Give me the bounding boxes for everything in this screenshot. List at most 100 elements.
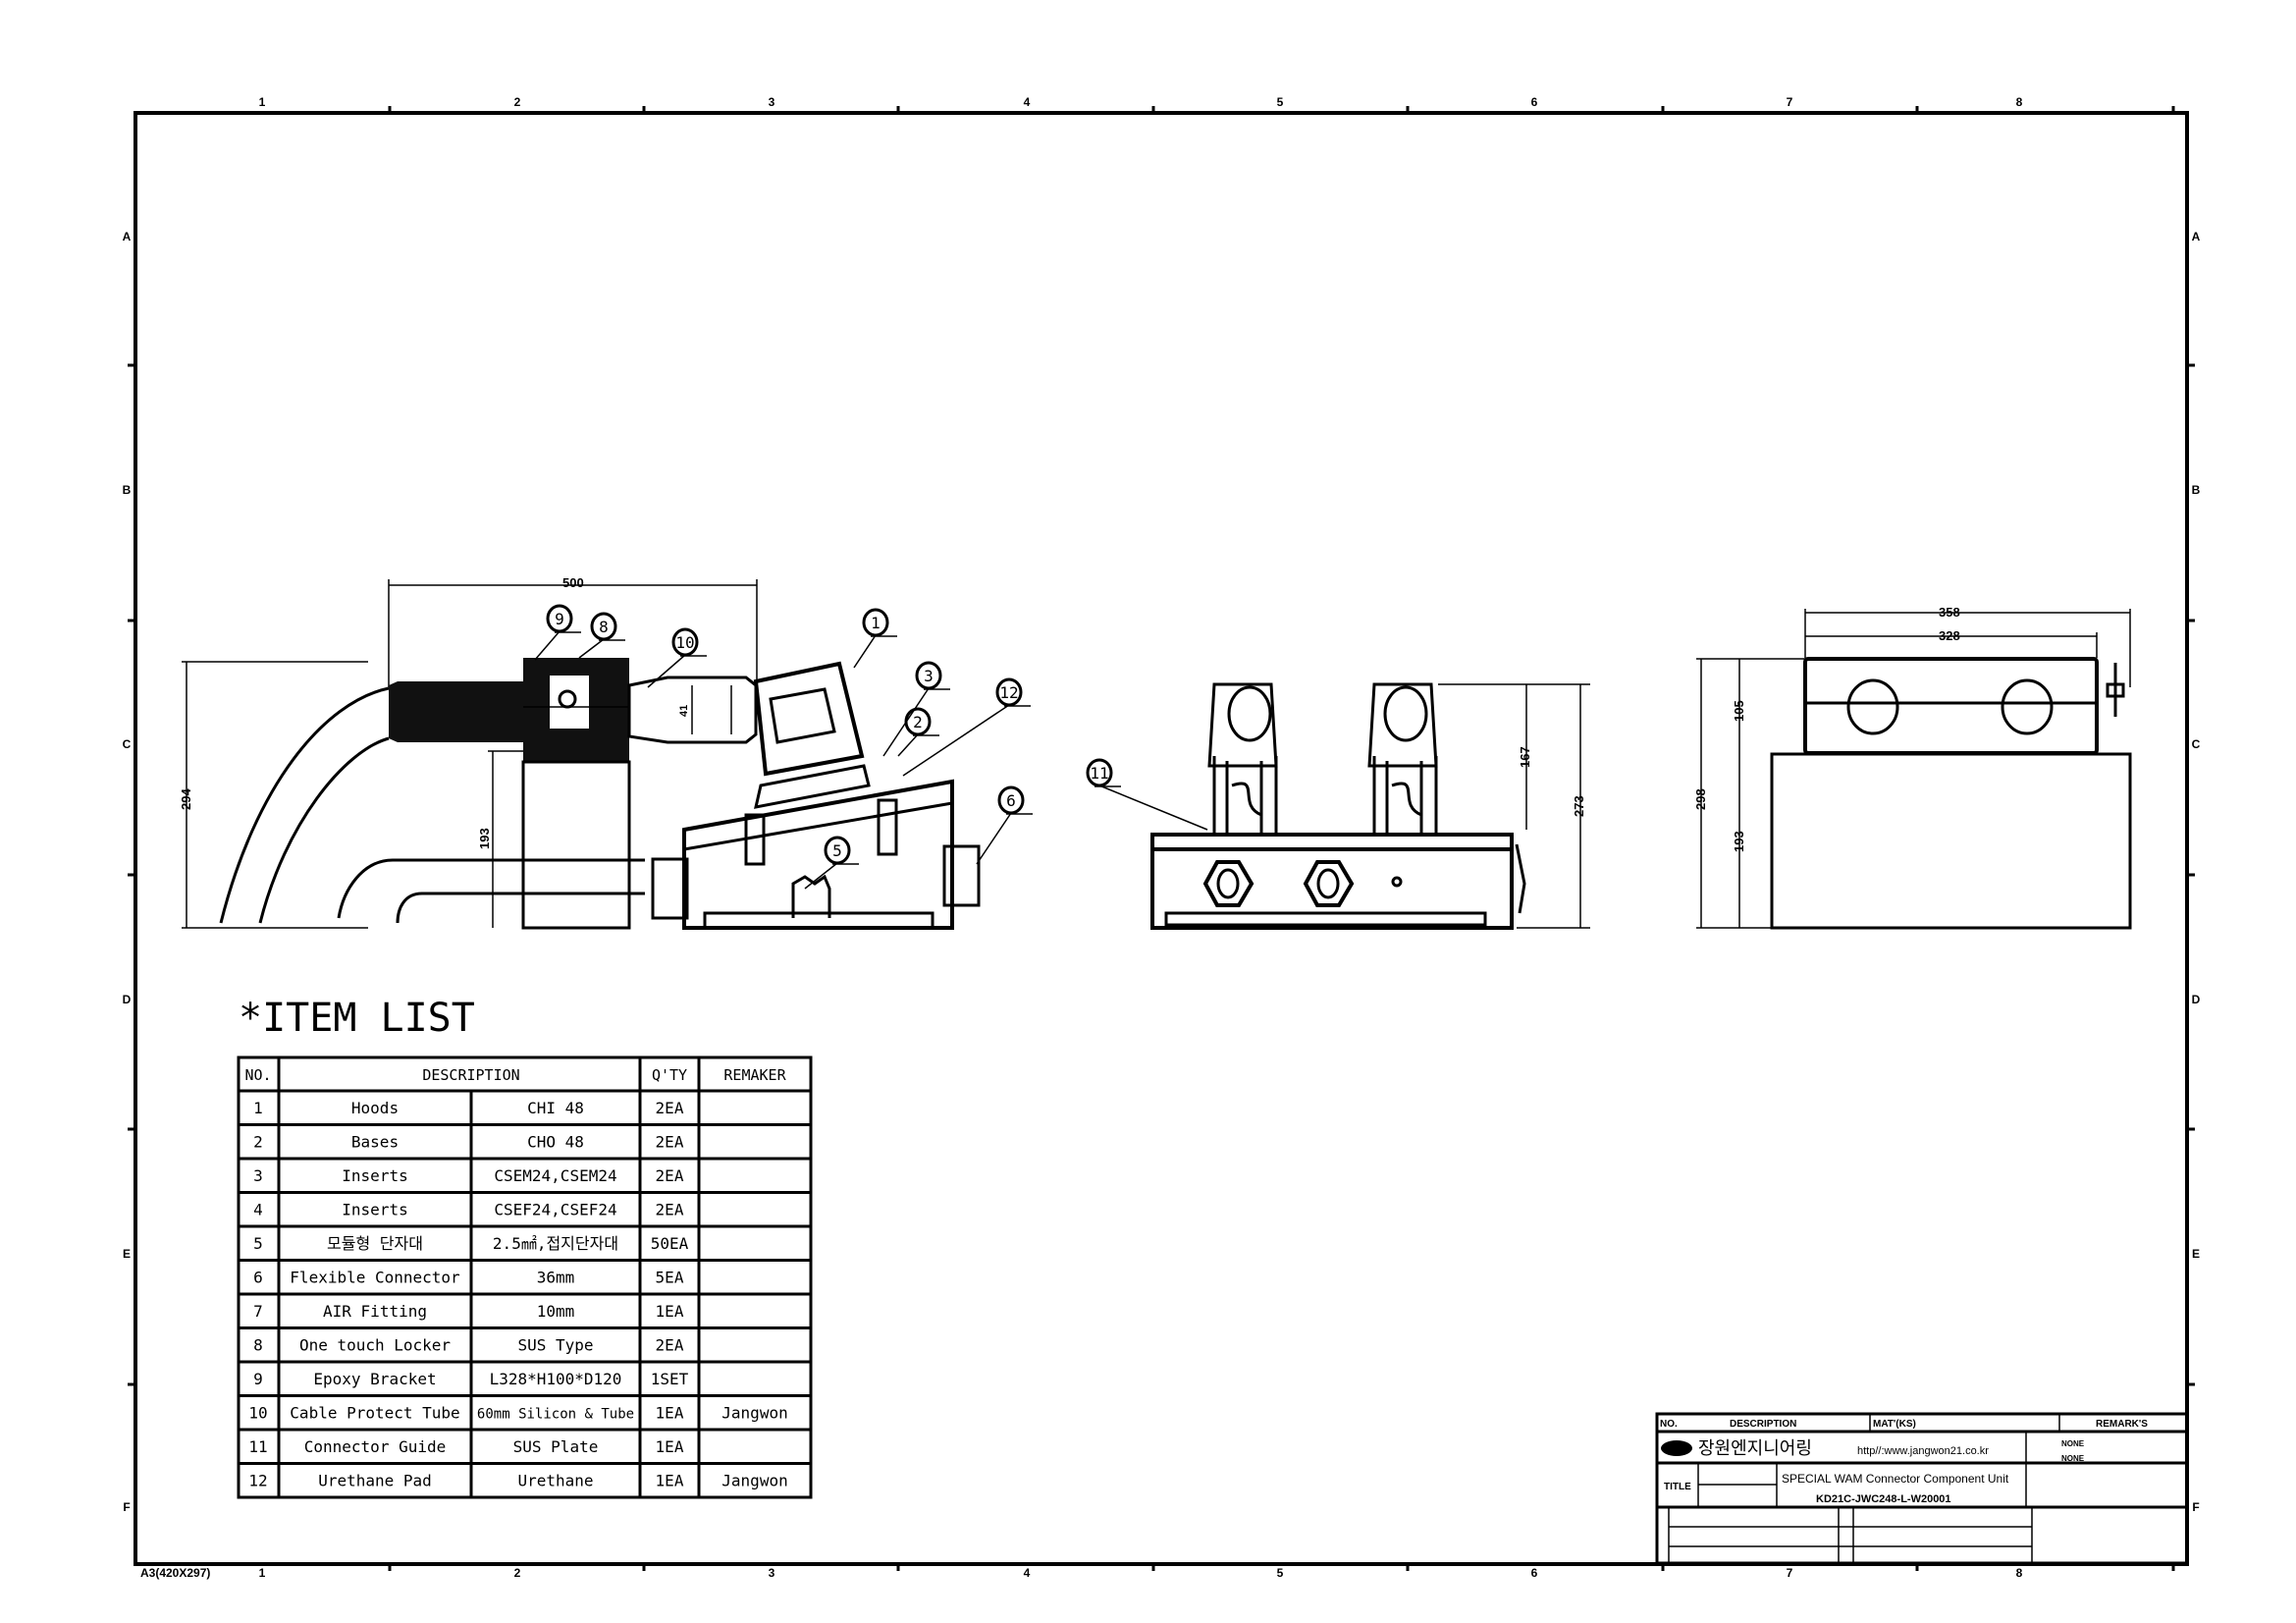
table-cell-name: AIR Fitting: [323, 1302, 427, 1321]
dim-top-upper: 105: [1732, 700, 1746, 722]
item-balloon: [546, 604, 573, 633]
table-cell-no: 5: [253, 1234, 263, 1253]
table-cell-no: 11: [248, 1437, 267, 1456]
cable-protect-tube: [389, 681, 523, 742]
column-ref: 8: [2016, 1566, 2023, 1580]
enclosure-box: [682, 779, 954, 930]
item-balloon: [824, 836, 851, 865]
balloon-number: 2: [913, 713, 923, 731]
table-cell-name: Connector Guide: [304, 1437, 447, 1456]
title-block: NO. DESCRIPTION MAT'(KS) REMARK'S 장원엔지니어…: [1655, 1412, 2189, 1565]
column-ref: 4: [1024, 95, 1031, 109]
tb-material: MAT'(KS): [1873, 1419, 1916, 1430]
table-cell-spec: SUS Type: [517, 1336, 593, 1355]
table-cell-spec: CHI 48: [527, 1099, 584, 1117]
row-ref: C: [2192, 737, 2201, 751]
item-balloon: [915, 661, 942, 690]
balloon-number: 3: [924, 667, 934, 685]
item-balloon: [1086, 758, 1113, 787]
tb-title-label: TITLE: [1664, 1482, 1691, 1492]
tb-drawing-no: KD21C-JWC248-L-W20001: [1816, 1493, 1951, 1505]
table-cell-name: Bases: [351, 1133, 399, 1152]
tb-url: http//:www.jangwon21.co.kr: [1857, 1445, 1989, 1457]
table-cell-spec: L328*H100*D120: [490, 1370, 622, 1388]
table-cell-no: 4: [253, 1201, 263, 1219]
column-ref: 6: [1531, 95, 1538, 109]
balloon-number: 8: [599, 618, 609, 636]
column-ref: 4: [1024, 1566, 1031, 1580]
front-view: 167 273: [1150, 682, 1590, 930]
table-cell-name: One touch Locker: [299, 1336, 451, 1355]
item-balloon: [997, 785, 1025, 815]
dim-front-height: 273: [1572, 795, 1586, 817]
column-ref: 2: [514, 95, 521, 109]
dim-side-lower: 193: [477, 828, 492, 849]
table-cell-qty: 2EA: [656, 1133, 684, 1152]
item-list-title: *ITEM LIST: [239, 996, 475, 1041]
row-ref: E: [2192, 1247, 2200, 1261]
table-cell-qty: 50EA: [651, 1234, 689, 1253]
table-cell-qty: 1EA: [656, 1437, 684, 1456]
balloon-number: 9: [555, 610, 564, 628]
sheet-border: [133, 111, 2189, 1566]
column-ref: 3: [769, 95, 775, 109]
table-cell-qty: 1EA: [656, 1472, 684, 1490]
table-cell-no: 10: [248, 1404, 267, 1423]
table-cell-qty: 2EA: [656, 1166, 684, 1185]
row-ref: F: [123, 1500, 130, 1514]
dim-side-width: 500: [562, 575, 584, 590]
side-view: 500 294 193 41: [179, 575, 981, 930]
dim-top-outer: 358: [1939, 605, 1960, 620]
table-cell-qty: 2EA: [656, 1099, 684, 1117]
table-cell-spec: 10mm: [537, 1302, 575, 1321]
row-ref: F: [2192, 1500, 2199, 1514]
table-header-qty: Q'TY: [652, 1066, 687, 1084]
item-balloon: [995, 677, 1023, 707]
table-cell-remaker: Jangwon: [721, 1472, 787, 1490]
tb-title: SPECIAL WAM Connector Component Unit: [1782, 1472, 2009, 1486]
row-ref: B: [123, 483, 132, 497]
table-cell-qty: 1EA: [656, 1404, 684, 1423]
table-cell-name: Urethane Pad: [318, 1472, 432, 1490]
tb-size-value: NONE: [2061, 1454, 2085, 1463]
table-cell-qty: 1SET: [651, 1370, 689, 1388]
tb-remarks: REMARK'S: [2096, 1419, 2148, 1430]
table-cell-no: 9: [253, 1370, 263, 1388]
table-cell-name: Cable Protect Tube: [290, 1404, 459, 1423]
item-balloon: [671, 627, 699, 657]
table-cell-qty: 1EA: [656, 1302, 684, 1321]
tb-no: NO.: [1660, 1419, 1678, 1430]
company-logo: [1661, 1440, 1692, 1456]
column-ref: 1: [259, 1566, 266, 1580]
column-ref: 6: [1531, 1566, 1538, 1580]
table-cell-remaker: Jangwon: [721, 1404, 787, 1423]
table-cell-qty: 2EA: [656, 1336, 684, 1355]
paper-size-label: A3(420X297): [140, 1566, 210, 1580]
tb-description: DESCRIPTION: [1730, 1419, 1796, 1430]
right-view: 358 328 298 105 193: [1693, 605, 2132, 930]
table-cell-no: 6: [253, 1269, 263, 1287]
dim-top-inner: 328: [1939, 628, 1960, 643]
table-cell-name: 모듈형 단자대: [327, 1234, 423, 1253]
front-box: [1150, 833, 1514, 930]
table-cell-name: Flexible Connector: [290, 1269, 460, 1287]
dim-top-lower: 193: [1732, 831, 1746, 852]
balloon-number: 6: [1006, 791, 1016, 810]
table-cell-spec: 36mm: [537, 1269, 575, 1287]
column-ref: 7: [1787, 1566, 1793, 1580]
row-ref: C: [123, 737, 132, 751]
table-cell-name: Inserts: [342, 1201, 407, 1219]
balloon-number: 12: [999, 683, 1018, 702]
table-cell-spec: Urethane: [517, 1472, 593, 1490]
table-cell-qty: 2EA: [656, 1201, 684, 1219]
row-ref: E: [123, 1247, 131, 1261]
table-cell-spec: CSEM24,CSEM24: [494, 1166, 616, 1185]
table-cell-qty: 5EA: [656, 1269, 684, 1287]
table-cell-no: 3: [253, 1166, 263, 1185]
table-header-remaker: REMAKER: [723, 1066, 786, 1084]
balloon-number: 5: [832, 841, 842, 860]
